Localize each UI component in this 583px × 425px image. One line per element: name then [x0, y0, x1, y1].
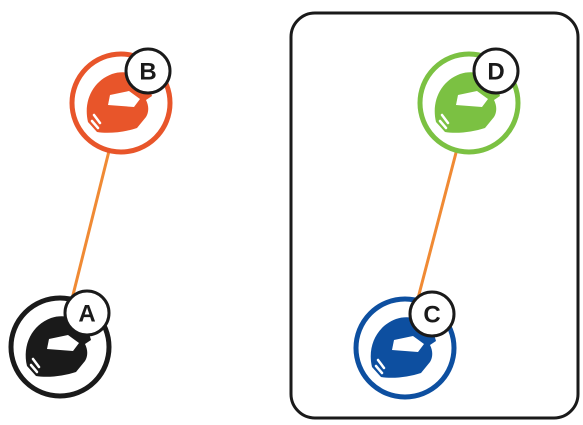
- nodes-layer: A B C D: [8, 47, 521, 400]
- node-A: A: [8, 289, 112, 399]
- node-badge: [472, 47, 520, 95]
- node-label: B: [139, 59, 156, 86]
- node-C: C: [353, 290, 457, 400]
- node-badge: [408, 290, 456, 338]
- node-badge: [124, 47, 172, 95]
- node-D: D: [417, 47, 521, 155]
- node-B: B: [69, 47, 173, 155]
- node-label: A: [78, 301, 95, 328]
- node-label: D: [487, 59, 504, 86]
- node-label: C: [423, 302, 440, 329]
- node-badge: [63, 289, 111, 337]
- group-frame: [289, 11, 580, 420]
